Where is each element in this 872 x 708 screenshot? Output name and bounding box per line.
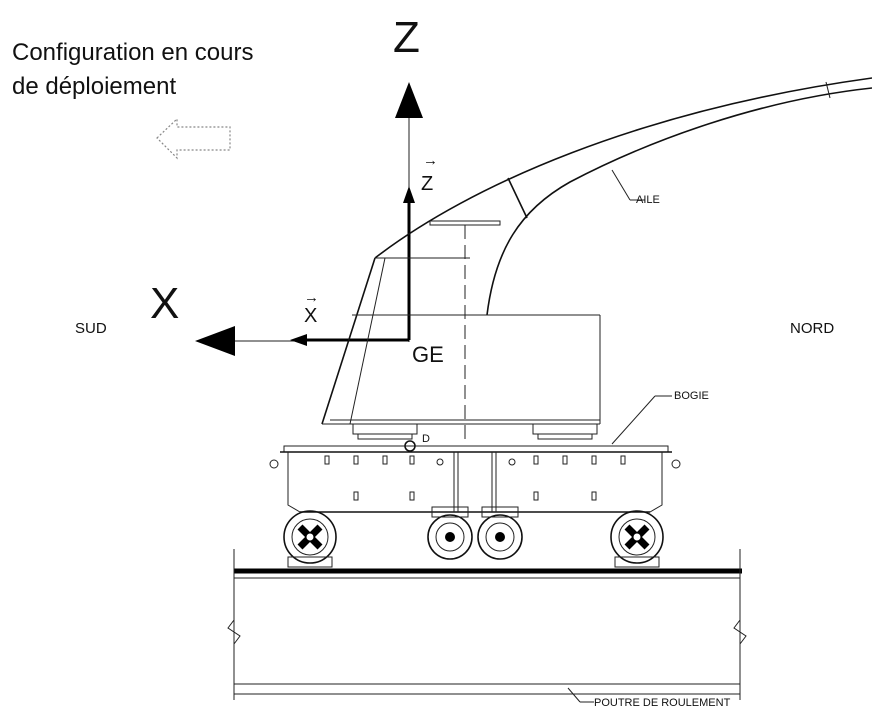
vector-x-arrow: → xyxy=(304,289,319,306)
pivot-plate xyxy=(429,220,501,440)
bogie-leader xyxy=(611,395,672,445)
bogie-chassis xyxy=(269,445,681,513)
caption-line-2: de déploiement xyxy=(12,73,176,100)
origin-label: GE xyxy=(412,342,444,367)
wheel-center-right xyxy=(477,506,523,560)
rolling-beam xyxy=(227,577,747,703)
wheel-left xyxy=(283,510,337,568)
beam-label: POUTRE DE ROULEMENT xyxy=(594,697,731,708)
caption-line-1: Configuration en cours xyxy=(12,39,253,66)
bogie-plates xyxy=(352,423,598,452)
vector-x-label: X xyxy=(304,305,317,327)
axis-x-arrow xyxy=(195,326,300,356)
bogie-label: BOGIE xyxy=(674,390,709,402)
axis-z-label: Z xyxy=(393,13,420,62)
vector-axes xyxy=(290,186,415,346)
wheel-center-left xyxy=(427,506,473,560)
rail xyxy=(233,549,742,700)
carriage-body xyxy=(321,257,601,425)
vector-z-arrow: → xyxy=(423,152,438,169)
wing xyxy=(374,77,872,316)
bogie-wheels xyxy=(283,506,664,568)
vector-z-label: Z xyxy=(421,173,433,195)
wheel-right xyxy=(610,510,664,568)
axis-x-label: X xyxy=(150,279,179,328)
south-label: SUD xyxy=(75,320,107,337)
north-label: NORD xyxy=(790,320,834,337)
point-d-label: D xyxy=(422,433,430,445)
deployment-direction-arrow xyxy=(156,117,231,160)
wing-label: AILE xyxy=(636,194,660,206)
